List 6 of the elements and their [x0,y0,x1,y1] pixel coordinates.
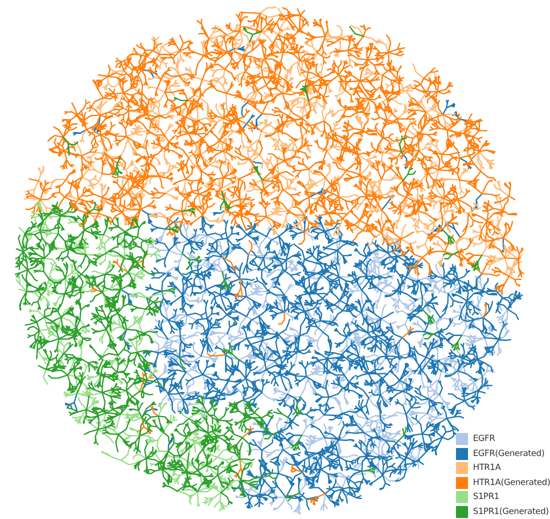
legend-label: S1PR1(Generated) [473,506,549,516]
legend-label: S1PR1 [473,492,500,502]
legend-label: HTR1A(Generated) [473,478,550,488]
legend-label: EGFR [473,434,495,444]
legend-label: EGFR(Generated) [473,448,544,458]
legend-label: HTR1A [473,463,501,473]
